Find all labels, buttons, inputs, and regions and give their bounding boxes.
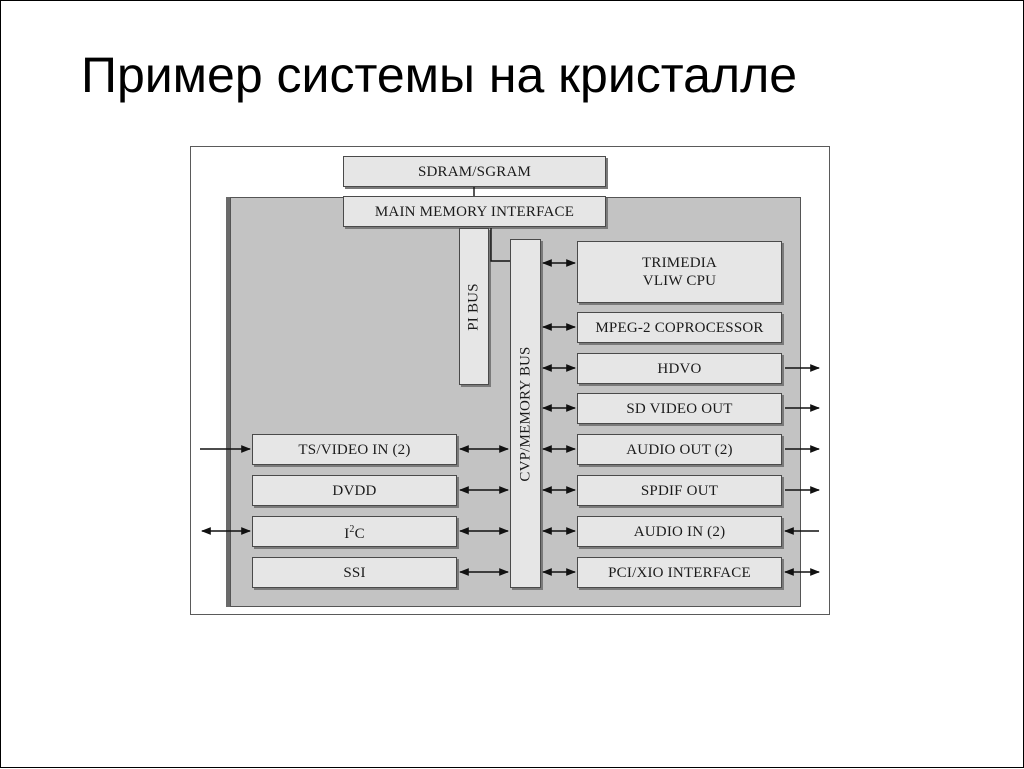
mpeg2-coprocessor-label: MPEG-2 COPROCESSOR (595, 319, 764, 336)
mmi-cvp-link (490, 228, 510, 262)
audio-out-block: AUDIO OUT (2) (577, 434, 782, 465)
pci-xio-interface-label: PCI/XIO INTERFACE (608, 564, 751, 581)
sd-video-out-label: SD VIDEO OUT (626, 400, 733, 417)
spdif-out-label: SPDIF OUT (640, 482, 719, 499)
pci-xio-interface-block: PCI/XIO INTERFACE (577, 557, 782, 588)
i2c-block: I2C (252, 516, 457, 547)
cvp-memory-bus: CVP/MEMORY BUS (510, 239, 541, 588)
mpeg2-coprocessor-block: MPEG-2 COPROCESSOR (577, 312, 782, 343)
main-memory-interface-block: MAIN MEMORY INTERFACE (343, 196, 606, 227)
main-memory-interface-label: MAIN MEMORY INTERFACE (374, 203, 575, 220)
audio-in-label: AUDIO IN (2) (633, 523, 726, 540)
sd-video-out-block: SD VIDEO OUT (577, 393, 782, 424)
ssi-block: SSI (252, 557, 457, 588)
ts-video-in-block: TS/VIDEO IN (2) (252, 434, 457, 465)
pi-bus: PI BUS (459, 228, 489, 385)
i2c-label: I2C (344, 523, 365, 542)
dvdd-label: DVDD (332, 482, 377, 499)
dvdd-block: DVDD (252, 475, 457, 506)
trimedia-label-line1: TRIMEDIA (642, 255, 717, 271)
audio-out-label: AUDIO OUT (2) (626, 441, 733, 458)
audio-in-block: AUDIO IN (2) (577, 516, 782, 547)
ssi-label: SSI (343, 564, 366, 581)
trimedia-cpu-block: TRIMEDIA VLIW CPU (577, 241, 782, 303)
spdif-out-block: SPDIF OUT (577, 475, 782, 506)
slide-title: Пример системы на кристалле (81, 47, 798, 103)
sdram-label: SDRAM/SGRAM (417, 163, 532, 180)
hdvo-block: HDVO (577, 353, 782, 384)
hdvo-label: HDVO (657, 360, 702, 377)
ts-video-in-label: TS/VIDEO IN (2) (298, 441, 411, 458)
trimedia-label-line2: VLIW CPU (642, 273, 717, 289)
sdram-block: SDRAM/SGRAM (343, 156, 606, 187)
